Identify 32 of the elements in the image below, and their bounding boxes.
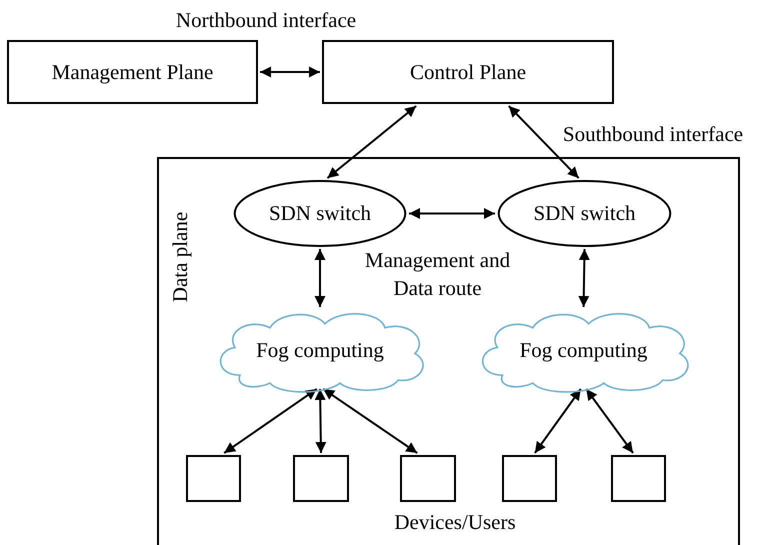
arrow (585, 388, 634, 454)
arrow (578, 248, 590, 308)
arrow (260, 66, 320, 78)
node-label: Fog computing (256, 338, 384, 362)
annotation-text: Northbound interface (174, 7, 358, 34)
node-label: Fog computing (520, 338, 648, 362)
switch-ellipse (497, 180, 672, 247)
device-box (293, 455, 349, 502)
arrow (314, 388, 326, 454)
device-box (400, 455, 456, 502)
node-label: SDN switch (268, 201, 372, 226)
node-label: Control Plane (410, 60, 526, 84)
annotation-text: Southbound interface (562, 121, 744, 148)
arrow (508, 105, 580, 179)
process-box (322, 40, 614, 104)
arrow (326, 105, 417, 179)
arrow (409, 208, 495, 219)
panel-title: Data plane (168, 210, 192, 304)
node-label: SDN switch (533, 201, 636, 226)
annotation-text: Management and Data route (364, 247, 512, 302)
process-box (7, 40, 258, 104)
switch-ellipse (233, 180, 407, 247)
data-plane-panel (157, 157, 740, 545)
device-box (611, 455, 666, 502)
node-label: Management Plane (52, 60, 214, 84)
arrow (314, 249, 326, 307)
arrow (322, 388, 418, 454)
device-box (502, 455, 557, 502)
arrow (224, 388, 318, 454)
device-box (186, 455, 241, 502)
arrow (534, 388, 582, 454)
annotation-text: Devices/Users (393, 509, 517, 536)
